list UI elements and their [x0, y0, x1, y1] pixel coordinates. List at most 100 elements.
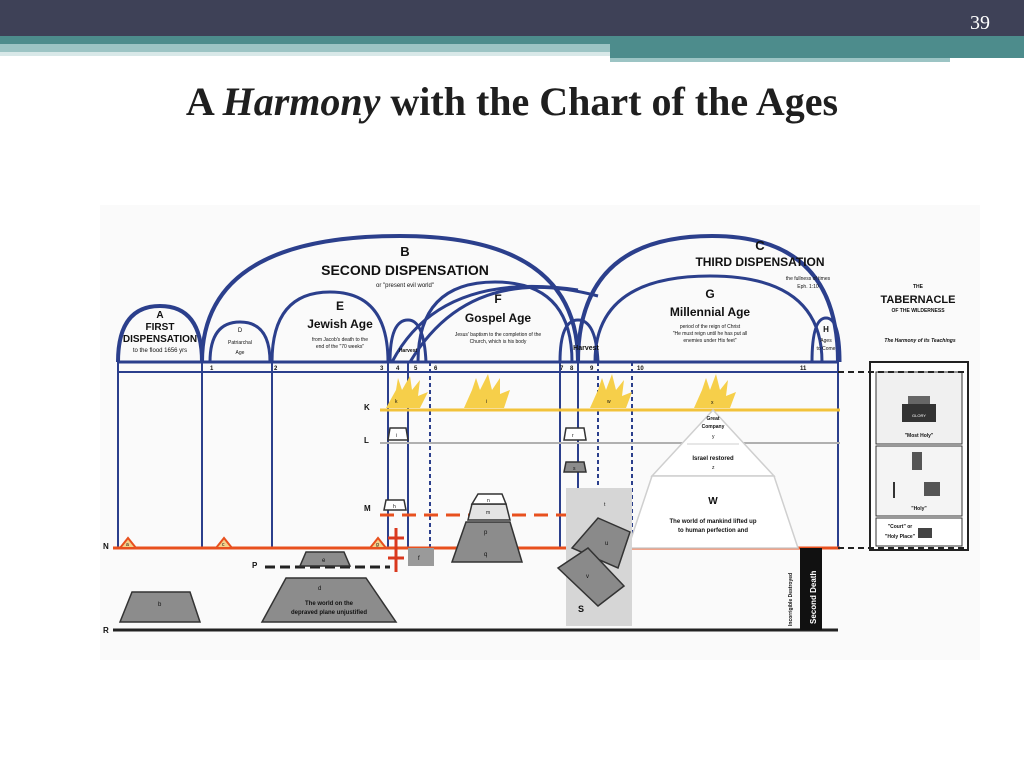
plateau-h [383, 499, 407, 511]
plateau-b [118, 591, 202, 623]
label-p: p [484, 530, 488, 536]
label-a: a [126, 542, 129, 548]
label-k: k [395, 399, 398, 405]
plateau-d [260, 577, 398, 623]
incorrigible-label: Incorrigible Destroyed [788, 573, 794, 626]
age-e-sub2: end of the "70 weeks" [316, 344, 365, 350]
arch-second-dispensation [200, 233, 580, 363]
label-b: b [158, 602, 162, 608]
plateau-s [563, 461, 587, 473]
marker-6: 6 [434, 366, 438, 372]
dispensation-a-line1: FIRST [146, 322, 175, 333]
accent-band [610, 44, 1024, 58]
tabernacle-holy: "Holy" [911, 506, 927, 512]
label-h: h [393, 504, 396, 510]
arch-ages-to-come [810, 316, 842, 363]
age-h-letter: H [823, 325, 829, 334]
dispensation-c-sub1: the fullness of times [786, 276, 831, 282]
age-g-sub3: enemies under His feet" [683, 338, 736, 344]
triangle-a [117, 536, 139, 549]
tabernacle-court2: "Holy Place" [885, 534, 916, 540]
marker-5: 5 [414, 366, 418, 372]
age-h-line1: Ages [820, 338, 832, 344]
page-number: 39 [970, 12, 990, 34]
header-bar [0, 0, 1024, 36]
label-u: u [605, 541, 608, 547]
arch-jewish-age [270, 290, 390, 363]
triangle-g [367, 536, 389, 549]
label-t: t [604, 502, 606, 508]
age-g-sub2: "He must reign until he has put all [673, 331, 748, 337]
label-z: z [712, 465, 715, 471]
tabernacle-diagram [838, 361, 969, 551]
marker-3: 3 [380, 366, 384, 372]
pyramid-w: W [708, 496, 718, 507]
plateau-r [563, 427, 587, 441]
label-w: w [607, 399, 611, 405]
triangle-c [213, 536, 235, 549]
harvest-label-2: Harvest [573, 345, 599, 352]
pyramid-world-line2: to human perfection and [678, 528, 748, 534]
accent-band [0, 44, 610, 52]
label-i-glory: i [486, 399, 487, 405]
arch-patriarchal-age [208, 320, 272, 363]
label-d: d [318, 586, 321, 592]
age-d-letter: D [238, 328, 243, 334]
harvest-label-1: Harvest [399, 348, 418, 354]
age-e-sub1: from Jacob's death to the [312, 337, 368, 343]
marker-10: 10 [637, 366, 644, 372]
label-m: m [486, 510, 490, 516]
millennial-pyramid [626, 408, 800, 549]
tabernacle-harmony: The Harmony of its Teachings [884, 338, 955, 344]
pyramid-world-line1: The world of mankind lifted up [670, 519, 757, 525]
block-v [556, 547, 626, 607]
marker-8: 8 [570, 366, 574, 372]
marker-7: 7 [560, 366, 564, 372]
marker-11: 11 [800, 366, 807, 372]
second-death-bar [800, 548, 822, 630]
age-f-letter: F [494, 292, 501, 306]
dispensation-a-line2: DISPENSATION [123, 334, 197, 345]
arch-first-dispensation [116, 303, 204, 363]
age-d-line2: Age [236, 350, 245, 356]
arch-harvest [558, 318, 600, 363]
glory-bursts [386, 374, 736, 408]
age-f-sub2: Church, which is his body [470, 339, 527, 345]
age-g-letter: G [705, 287, 714, 301]
world-depraved-line2: depraved plane unjustified [291, 610, 367, 616]
marker-4: 4 [396, 366, 400, 372]
label-i: i [396, 433, 397, 439]
age-g-sub1: period of the reign of Christ [680, 324, 741, 330]
title-prefix: A [185, 79, 213, 124]
label-g: g [376, 542, 379, 548]
tabernacle-sub: OF THE WILDERNESS [891, 308, 945, 314]
marker-9: 9 [590, 366, 594, 372]
label-s: s [573, 466, 576, 472]
accent-band [0, 52, 610, 56]
plateau-i [387, 427, 409, 441]
marker-1: 1 [210, 366, 214, 372]
age-e-letter: E [336, 299, 344, 313]
plane-n-label: N [103, 542, 109, 551]
age-f-sub1: Jesus' baptism to the completion of the [455, 332, 541, 338]
marker-2: 2 [274, 366, 278, 372]
plateau-e [298, 551, 352, 567]
dispensation-c-title: THIRD DISPENSATION [695, 255, 824, 269]
slide-title: A Harmony with the Chart of the Ages [0, 78, 1024, 125]
tabernacle-most-holy: "Most Holy" [905, 433, 934, 439]
tabernacle-glory: GLORY [912, 413, 926, 418]
accent-band [0, 36, 1024, 44]
label-n: n [487, 498, 490, 504]
dispensation-b-sub: or "present evil world" [376, 283, 434, 289]
label-x: x [711, 400, 714, 406]
harvest-f [408, 548, 434, 566]
age-d-line1: Patriarchal [228, 340, 252, 346]
plane-r-label: R [103, 626, 109, 635]
plateau-n [470, 493, 508, 505]
plane-p-label: P [252, 561, 258, 570]
plane-l-label: L [364, 436, 369, 445]
block-u [570, 517, 631, 570]
label-e: e [322, 558, 326, 564]
dispensation-c-sub2: Eph. 1:10 [797, 284, 819, 290]
second-death-label: Second Death [809, 571, 818, 624]
